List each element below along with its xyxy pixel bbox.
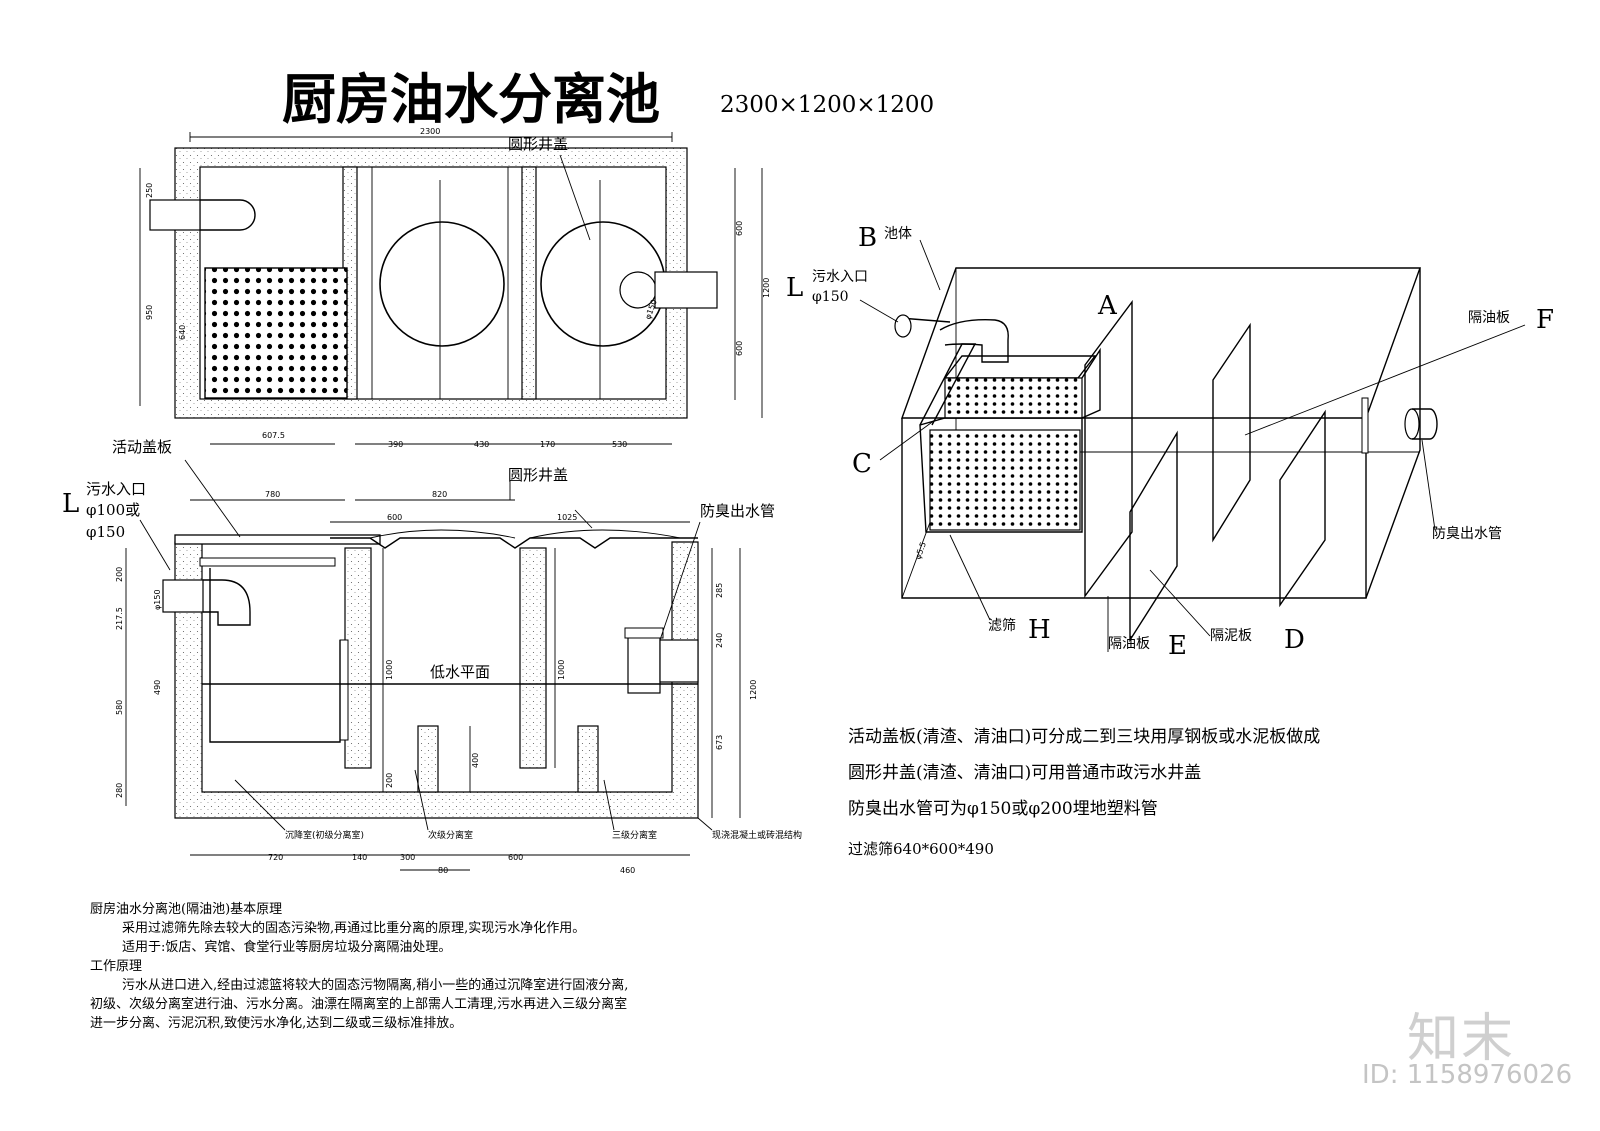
dim-820: 820 — [432, 490, 447, 499]
inlet-label-3: φ150 — [86, 523, 125, 541]
iso-phi-small: φ5.5 — [913, 541, 928, 561]
plan-dim-600a: 600 — [735, 221, 744, 236]
drawing-title-size: 2300×1200×1200 — [720, 92, 934, 118]
dim-460: 460 — [620, 866, 635, 875]
notes-line-1: 采用过滤筛先除去较大的固态污染物,再通过比重分离的原理,实现污水净化作用。 — [122, 921, 586, 936]
plan-manhole-label: 圆形井盖 — [508, 135, 568, 153]
iso-outlet-text: 防臭出水管 — [1432, 526, 1502, 542]
dim-1000a: 1000 — [385, 660, 394, 680]
dim-200-left: 200 — [115, 567, 124, 582]
plan-dim-600b: 600 — [735, 341, 744, 356]
plan-dim-530: 530 — [612, 440, 627, 449]
inlet-label-2: φ100或 — [86, 501, 140, 519]
iso-l-text2: φ150 — [812, 289, 849, 305]
dim-673: 673 — [715, 735, 724, 750]
lid-label: 活动盖板 — [112, 438, 172, 456]
plan-view: 圆形井盖 2300 250 950 640 600 600 1200 φ150 … — [139, 127, 771, 449]
dim-780: 780 — [265, 490, 280, 499]
plan-dim-250: 250 — [145, 183, 154, 198]
dim-600-bottom: 600 — [508, 853, 523, 862]
iso-l-text1: 污水入口 — [812, 269, 868, 285]
notes-line-4: 初级、次级分离室进行油、污水分离。油漂在隔离室的上部需人工清理,污水再进入三级分… — [90, 997, 628, 1012]
iso-e: E — [1168, 631, 1187, 661]
dim-720: 720 — [268, 853, 283, 862]
notes-heading-1: 厨房油水分离池(隔油池)基本原理 — [90, 902, 283, 917]
plan-dim-607-5: 607.5 — [262, 431, 285, 440]
section-manhole-label: 圆形井盖 — [508, 466, 568, 484]
section-view: 低水平面 活动盖板 圆形井盖 防臭出水管 L 污水入口 φ100或 φ150 7… — [62, 438, 802, 875]
dim-285: 285 — [715, 583, 724, 598]
iso-a: A — [1097, 291, 1118, 321]
spec-line-4: 过滤筛640*600*490 — [848, 840, 994, 858]
dim-400: 400 — [471, 753, 480, 768]
dim-280: 280 — [115, 783, 124, 798]
dim-140: 140 — [352, 853, 367, 862]
watermark-id: ID: 1158976026 — [1362, 1060, 1573, 1090]
iso-b-text: 池体 — [884, 226, 912, 242]
isometric-view: B 池体 L 污水入口 φ150 A F 隔油板 C 防臭出水管 φ5.5 H … — [786, 223, 1554, 661]
spec-line-3: 防臭出水管可为φ150或φ200埋地塑料管 — [848, 799, 1158, 819]
water-level-label: 低水平面 — [430, 663, 490, 681]
dim-217-5: 217.5 — [115, 607, 124, 630]
dim-1000b: 1000 — [557, 660, 566, 680]
plan-dim-950: 950 — [145, 305, 154, 320]
dim-600-top: 600 — [387, 513, 402, 522]
iso-d-text: 隔泥板 — [1210, 628, 1252, 644]
notes-line-2: 适用于:饭店、宾馆、食堂行业等厨房垃圾分离隔油处理。 — [122, 940, 452, 955]
structure-label: 现浇混凝土或砖混结构 — [712, 829, 802, 841]
iso-f-text: 隔油板 — [1468, 310, 1510, 326]
drawing-title: 厨房油水分离池 — [282, 67, 660, 131]
iso-d: D — [1284, 625, 1305, 655]
iso-e-text: 隔油板 — [1108, 636, 1150, 652]
inlet-label-1: 污水入口 — [86, 480, 146, 498]
iso-l: L — [786, 273, 803, 303]
dim-580: 580 — [115, 700, 124, 715]
dim-490: 490 — [153, 680, 162, 695]
notes-heading-2: 工作原理 — [90, 959, 143, 974]
outlet-label: 防臭出水管 — [700, 502, 775, 520]
dim-80: 80 — [438, 866, 448, 875]
plan-dim-430: 430 — [474, 440, 489, 449]
dim-1025: 1025 — [557, 513, 577, 522]
plan-dim-390: 390 — [388, 440, 403, 449]
iso-c: C — [852, 449, 872, 479]
chamber-3-label: 三级分离室 — [612, 829, 657, 841]
dim-200-inner: 200 — [385, 773, 394, 788]
notes-line-3: 污水从进口进入,经由过滤篮将较大的固态污物隔离,稍小一些的通过沉降室进行固液分离… — [122, 978, 629, 993]
watermark-logo: 知末 — [1407, 1009, 1516, 1069]
chamber-1-label: 沉降室(初级分离室) — [285, 829, 364, 841]
iso-h: H — [1028, 615, 1051, 645]
dim-phi150-left: φ150 — [153, 589, 162, 610]
dim-240: 240 — [715, 633, 724, 648]
dim-300: 300 — [400, 853, 415, 862]
principle-notes: 厨房油水分离池(隔油池)基本原理 采用过滤筛先除去较大的固态污染物,再通过比重分… — [90, 900, 790, 1033]
plan-dim-1200: 1200 — [762, 278, 771, 298]
iso-b: B — [858, 223, 877, 253]
dim-1200-right: 1200 — [749, 680, 758, 700]
plan-dim-640: 640 — [178, 325, 187, 340]
chamber-2-label: 次级分离室 — [428, 829, 473, 841]
inlet-l: L — [62, 489, 79, 519]
notes-line-5: 进一步分离、污泥沉积,致使污水净化,达到二级或三级标准排放。 — [90, 1016, 463, 1031]
spec-line-1: 活动盖板(清渣、清油口)可分成二到三块用厚钢板或水泥板做成 — [848, 727, 1321, 747]
iso-f: F — [1536, 305, 1554, 335]
spec-line-2: 圆形井盖(清渣、清油口)可用普通市政污水井盖 — [848, 763, 1202, 783]
plan-dim-170: 170 — [540, 440, 555, 449]
iso-h-text: 滤筛 — [988, 618, 1016, 634]
plan-dim-2300: 2300 — [420, 127, 440, 136]
